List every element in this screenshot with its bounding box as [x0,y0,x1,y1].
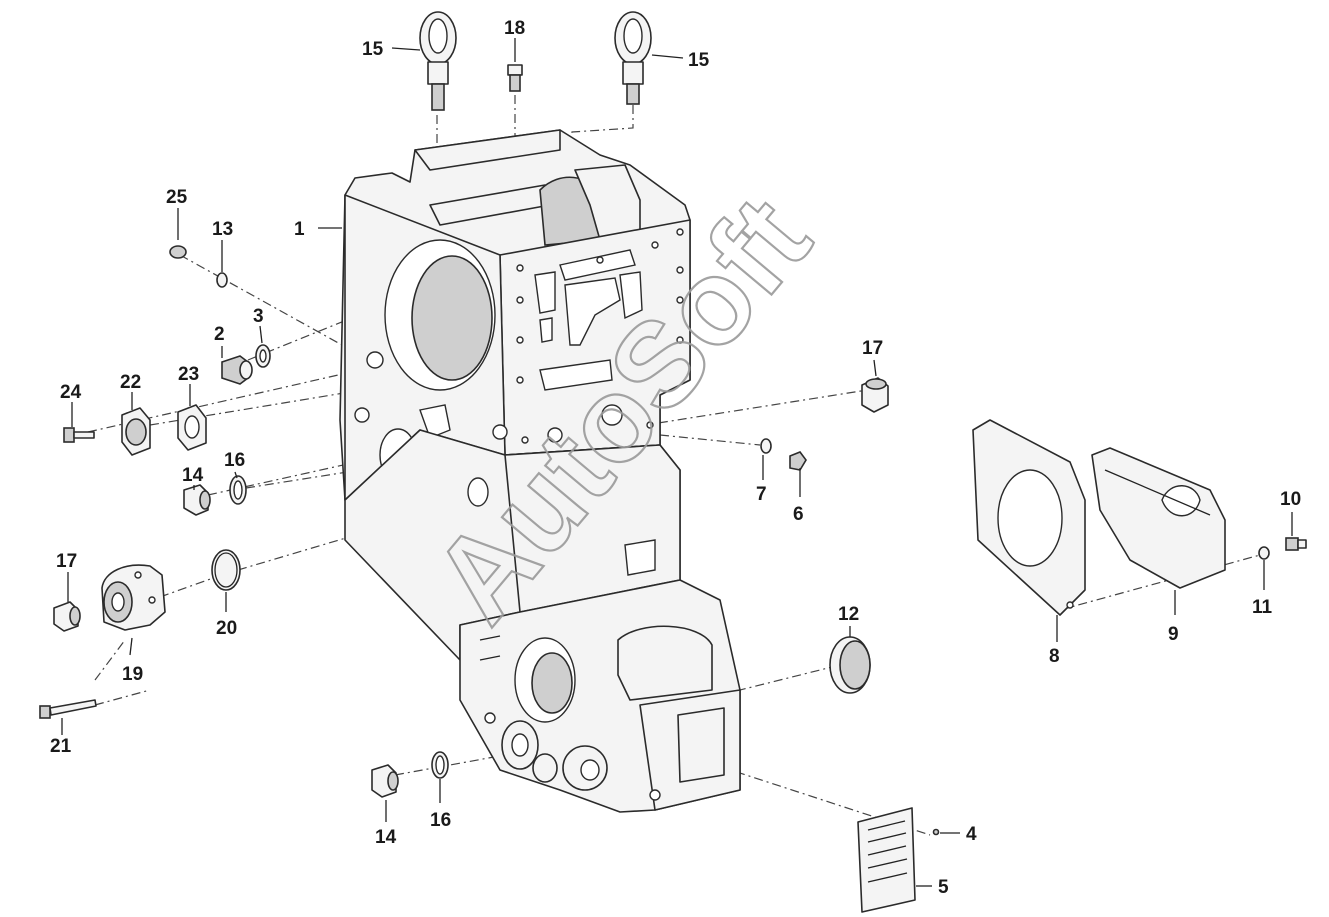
callout-labels: 1 2 3 4 5 6 7 8 9 10 11 12 13 14 14 15 1… [50,18,1301,898]
rivet-4 [932,828,940,836]
callout-9: 9 [1168,624,1179,645]
seal-ring-16-upper [229,475,247,505]
callout-3: 3 [253,306,264,327]
washer-7 [760,438,772,454]
callout-24: 24 [60,382,82,403]
transmission-housing [339,129,741,813]
callout-16b: 16 [430,810,451,831]
callout-23: 23 [178,364,199,385]
eye-bolt-left [419,11,457,111]
callout-18: 18 [504,18,525,39]
cover-plate-8 [972,419,1086,616]
flange-22 [121,407,151,456]
plug-14-upper [183,484,211,516]
callout-5: 5 [938,877,949,898]
callout-7: 7 [756,484,767,505]
callout-25: 25 [166,187,188,208]
eye-bolt-right [614,11,652,105]
screw-10 [1285,537,1307,551]
cap-12 [829,636,871,694]
callout-19: 19 [122,664,143,685]
plug-14-lower [371,764,399,798]
leader-lines [61,38,1293,887]
screw-6 [789,451,807,471]
nameplate-5 [857,807,916,913]
callout-17a: 17 [56,551,77,572]
callout-12: 12 [838,604,859,625]
seal-ring-16-lower [431,751,449,779]
breather-fitting [507,64,523,92]
gasket-23 [177,404,207,451]
callout-15b: 15 [688,50,710,71]
callout-22: 22 [120,372,141,393]
callout-8: 8 [1049,646,1060,667]
plug-17-right [861,377,889,413]
callout-6: 6 [793,504,804,525]
seal-ring-13 [216,272,228,288]
callout-4: 4 [966,824,977,845]
callout-21: 21 [50,736,72,757]
bolt-24 [63,427,95,443]
callout-16a: 16 [224,450,245,471]
callout-11: 11 [1252,597,1273,618]
callout-14a: 14 [182,465,204,486]
washer-11 [1258,546,1270,560]
callout-13: 13 [212,219,233,240]
callout-14b: 14 [375,827,397,848]
plug-2 [221,355,253,385]
callout-15a: 15 [362,39,384,60]
cover-19 [101,564,166,631]
small-plug-25 [169,245,187,259]
callout-20: 20 [216,618,237,639]
plate-bolt-holes [516,228,684,444]
plug-17-left [53,601,81,632]
callout-2: 2 [214,324,225,345]
long-bolt-21 [39,699,97,719]
o-ring-3 [255,344,271,368]
o-ring-20 [211,549,241,591]
callout-17b: 17 [862,338,883,359]
callout-1: 1 [294,219,305,240]
shroud-9 [1091,447,1226,589]
callout-10: 10 [1280,489,1301,510]
